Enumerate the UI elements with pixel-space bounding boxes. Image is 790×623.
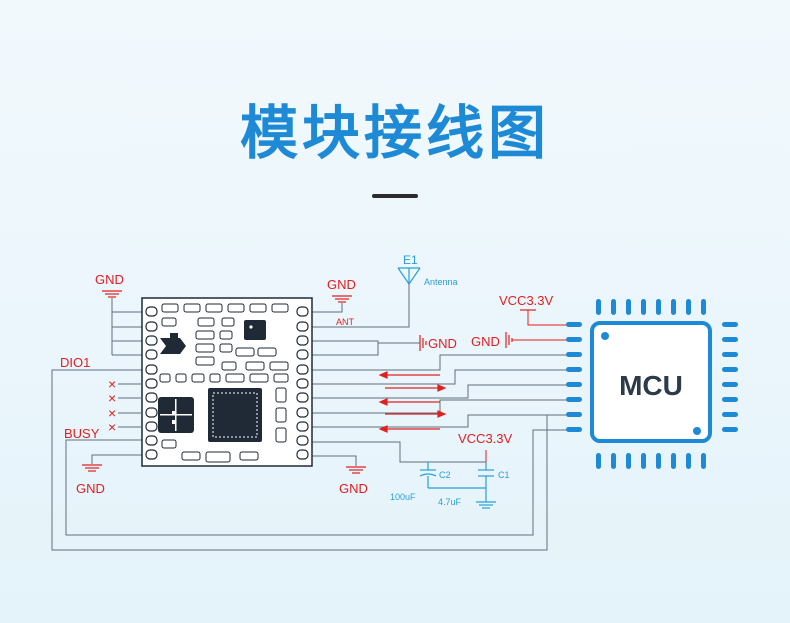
right-gnd-top-symbol: GND bbox=[327, 277, 356, 303]
left-gnd-bottom-symbol: GND bbox=[76, 464, 105, 496]
mcu-body bbox=[590, 321, 712, 443]
cap-c1-value: 4.7uF bbox=[438, 497, 462, 507]
mcu-pins-left bbox=[566, 322, 582, 432]
antenna-icon bbox=[397, 267, 421, 285]
left-gnd-bottom-label: GND bbox=[76, 481, 105, 496]
ant-label: ANT bbox=[336, 317, 355, 327]
module-small-ic bbox=[244, 320, 266, 340]
signal-arrows bbox=[378, 371, 447, 433]
cap-c1-ref: C1 bbox=[498, 470, 510, 480]
nc-mark-2: × bbox=[108, 390, 116, 406]
page-title: 模块接线图 bbox=[239, 99, 550, 167]
mcu-label: MCU bbox=[619, 370, 683, 401]
wire-sig-5 bbox=[312, 414, 572, 428]
title-underline bbox=[372, 194, 418, 198]
mcu-pin1-dot bbox=[601, 332, 609, 340]
wire-right-gnd-bottom bbox=[312, 455, 357, 466]
nc-mark-1: × bbox=[108, 376, 116, 392]
module-transistor bbox=[160, 338, 186, 354]
module-side-gnd-label: GND bbox=[428, 336, 457, 351]
nc-pin-marks: × × × × bbox=[108, 376, 116, 435]
antenna-symbol: E1 Antenna bbox=[397, 253, 458, 287]
right-gnd-top-label: GND bbox=[327, 277, 356, 292]
nc-mark-4: × bbox=[108, 419, 116, 435]
cap-c2-ref: C2 bbox=[439, 470, 451, 480]
module-passives bbox=[159, 303, 289, 463]
wire-right-gnd-top bbox=[312, 303, 343, 313]
wire-sig-3 bbox=[312, 384, 572, 399]
wire-sig-4 bbox=[312, 399, 572, 414]
wire-sig-2 bbox=[312, 369, 572, 385]
wire-busy bbox=[65, 429, 572, 536]
mcu-pins-top bbox=[596, 299, 706, 315]
mcu-gnd-label: GND bbox=[471, 334, 500, 349]
mcu-chip: MCU bbox=[566, 299, 738, 469]
wire-left-gnd-bottom bbox=[91, 454, 142, 464]
module-left-pads bbox=[145, 306, 158, 460]
wire-ant bbox=[312, 282, 410, 328]
antenna-name: Antenna bbox=[424, 277, 458, 287]
mcu-corner-dot bbox=[693, 427, 701, 435]
mcu-pins-right bbox=[722, 322, 738, 432]
mcu-pins-bottom bbox=[596, 453, 706, 469]
wire-right-igand bbox=[312, 340, 420, 356]
wire-left-gnd-bus bbox=[111, 298, 142, 356]
wire-sig-1 bbox=[312, 354, 572, 371]
cap-vcc-label: VCC3.3V bbox=[458, 431, 513, 446]
module-side-gnd-symbol: GND bbox=[419, 335, 457, 351]
mcu-power-wires bbox=[485, 310, 572, 462]
wires bbox=[51, 282, 572, 551]
nc-mark-3: × bbox=[108, 405, 116, 421]
lora-module bbox=[141, 297, 313, 467]
module-dark-parts bbox=[158, 320, 266, 442]
mcu-vcc-label: VCC3.3V bbox=[499, 293, 554, 308]
dio1-label: DIO1 bbox=[60, 355, 90, 370]
antenna-ref: E1 bbox=[403, 253, 418, 267]
module-right-pads bbox=[296, 306, 309, 460]
module-main-ic bbox=[208, 388, 262, 442]
right-gnd-bottom-label: GND bbox=[339, 481, 368, 496]
busy-label: BUSY bbox=[64, 426, 100, 441]
left-gnd-top-symbol: GND bbox=[95, 272, 124, 298]
left-gnd-top-label: GND bbox=[95, 272, 124, 287]
right-gnd-bottom-symbol: GND bbox=[339, 466, 368, 496]
mcu-power-labels: VCC3.3V GND bbox=[471, 293, 554, 349]
capacitor-network: VCC3.3V C2 C1 100uF 4.7uF bbox=[390, 431, 513, 509]
cap-c2-value: 100uF bbox=[390, 492, 416, 502]
